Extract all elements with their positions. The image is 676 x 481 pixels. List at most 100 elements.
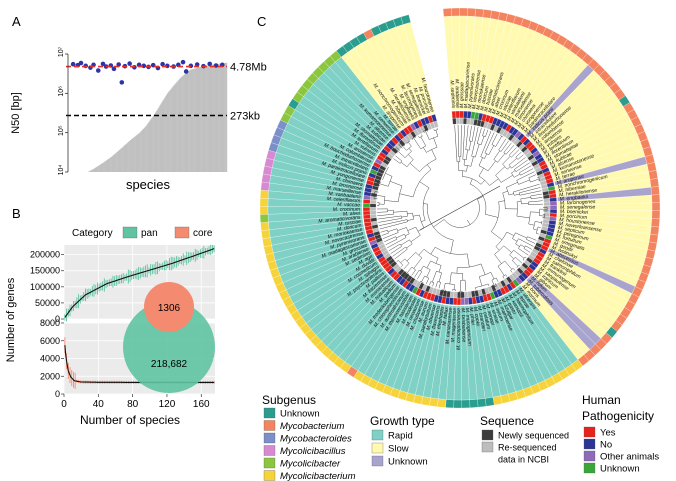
pathogenicity-label: No	[600, 440, 612, 451]
tree-branch	[417, 272, 422, 280]
tree-branch	[421, 220, 425, 221]
tree-branch	[535, 221, 542, 222]
tree-branch	[504, 143, 512, 153]
subgenus-cell	[260, 206, 268, 214]
legend-subgenus-title: Subgenus	[262, 393, 316, 407]
n50-bar	[226, 63, 227, 172]
tree-branch	[472, 126, 475, 141]
tree-branch	[407, 219, 413, 221]
pathogenicity-cell	[456, 111, 460, 118]
tree-branch	[525, 257, 526, 258]
tree-branch	[465, 280, 466, 291]
a-y-tick-label: 10⁷	[58, 46, 65, 57]
tree-branch	[377, 214, 393, 216]
tree-branch	[433, 283, 434, 287]
tree-branch	[421, 135, 422, 137]
pathogenicity-cell	[363, 207, 370, 211]
tree-branch	[458, 125, 459, 157]
tree-branch	[380, 222, 408, 229]
legend-label: pan	[141, 228, 158, 239]
tree-branch	[407, 244, 413, 248]
subgenus-cell	[462, 400, 470, 408]
pathogenicity-swatch	[584, 463, 595, 473]
tree-branch	[509, 147, 516, 155]
legend-label: core	[193, 228, 213, 239]
subgenus-swatch	[264, 471, 275, 481]
venn-pan-label: 218,682	[151, 359, 188, 370]
pathogenicity-cell	[461, 298, 465, 305]
tree-branch	[523, 260, 524, 261]
sequence-cell	[460, 118, 464, 124]
tree-branch	[530, 212, 539, 213]
b-x-tick-label: 40	[93, 399, 105, 410]
tree-branch	[393, 211, 407, 212]
sequence-cell	[370, 204, 376, 208]
tree-branch	[451, 240, 454, 253]
tree-branch	[531, 194, 542, 196]
pathogenicity-cell	[457, 298, 461, 305]
panel-a-x-label: species	[126, 177, 171, 192]
subgenus-swatch	[264, 408, 275, 418]
subgenus-cell	[261, 222, 270, 231]
subgenus-label: Mycolicibacterium	[280, 471, 356, 481]
growth-swatch	[372, 430, 383, 440]
tree-branch	[405, 234, 409, 236]
pathogenicity-cell	[463, 111, 467, 118]
sequence-cell	[544, 198, 550, 202]
genome-point	[127, 61, 132, 66]
subgenus-cell	[651, 219, 660, 228]
sequence-cell	[468, 291, 472, 297]
legend-sequence-title: Sequence	[480, 414, 534, 428]
panel-b-label: B	[12, 206, 21, 221]
tree-branch	[414, 270, 419, 277]
legend-pathogenicity: YesNoOther animalsUnknown	[584, 427, 659, 475]
tree-branch	[529, 204, 543, 205]
subgenus-cell	[262, 174, 271, 183]
tree-branch	[397, 260, 399, 261]
tree-branch	[485, 130, 487, 137]
tree-branch	[509, 158, 517, 165]
sequence-cell	[370, 207, 376, 211]
legend-growth-title: Growth type	[370, 414, 435, 428]
tree-branch	[519, 166, 531, 173]
b-upper-y-tick-label: 100000	[30, 282, 60, 292]
sequence-label: Newly sequenced	[498, 431, 569, 441]
sequence-cell	[452, 118, 456, 124]
tree-branch	[501, 175, 513, 182]
tree-branch	[503, 191, 508, 193]
subgenus-cell	[454, 400, 462, 408]
tree-branch	[461, 125, 462, 157]
tree-branch	[401, 265, 403, 267]
tree-branch	[436, 258, 438, 263]
subgenus-cell	[260, 198, 268, 206]
subgenus-swatch	[264, 433, 275, 443]
tree-branch	[516, 152, 522, 157]
subgenus-label: Mycobacteroides	[280, 434, 352, 445]
ref-line-label: 4.78Mb	[230, 62, 267, 74]
tree-branch	[526, 246, 532, 250]
panel-b-legend-title: Category	[72, 228, 113, 239]
tree-branch	[518, 248, 528, 255]
tree-branch	[386, 239, 397, 245]
subgenus-cell	[261, 230, 270, 239]
tree-branch	[407, 143, 408, 144]
tree-branch	[503, 276, 504, 278]
tree-branch	[422, 276, 425, 282]
tree-branch	[479, 168, 484, 176]
ref-line-label: 273kb	[230, 111, 260, 123]
tree-branch	[401, 162, 407, 167]
tree-branch	[408, 227, 416, 231]
tree-branch	[516, 244, 520, 247]
growth-label: Unknown	[388, 457, 428, 468]
tree-branch	[507, 167, 510, 170]
tree-branch	[519, 180, 530, 184]
subgenus-cell	[443, 8, 451, 16]
tree-branch	[381, 230, 388, 232]
tree-branch	[391, 246, 402, 253]
tree-branch	[396, 234, 404, 238]
tree-branch	[463, 125, 465, 159]
tree-branch	[490, 179, 499, 186]
b-x-tick-label: 80	[127, 399, 139, 410]
pathogenicity-cell	[549, 198, 556, 202]
